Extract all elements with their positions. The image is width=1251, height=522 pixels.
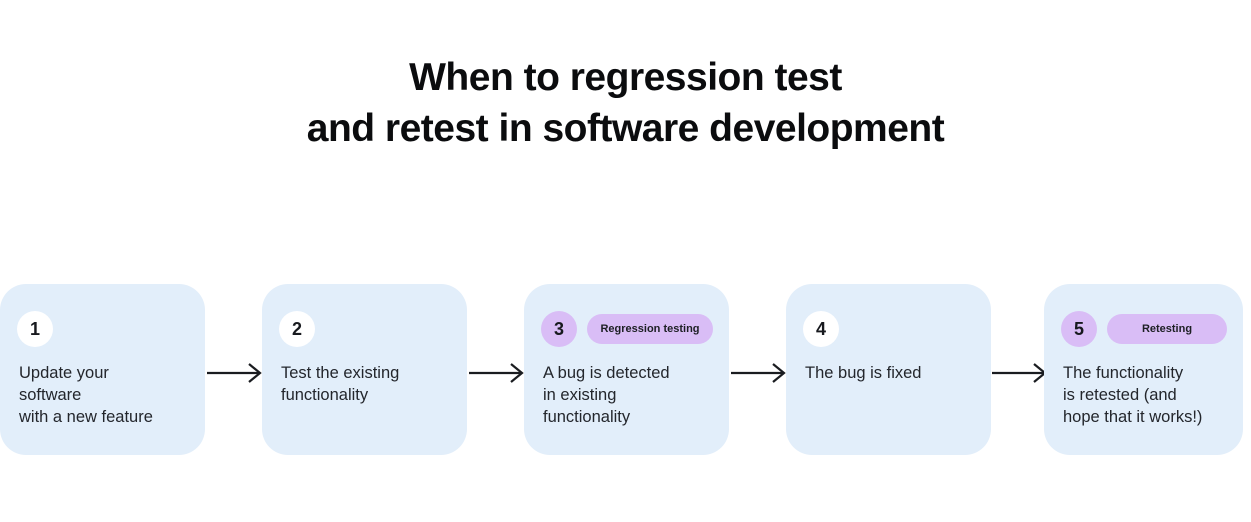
- step-number: 1: [29, 318, 40, 339]
- step-number-circle: 2: [279, 311, 315, 347]
- arrow-right-icon: [207, 363, 262, 383]
- step-card-1: 1 Update your software with a new featur…: [0, 284, 205, 455]
- step-card-1-header: 1: [17, 311, 189, 347]
- arrow-right-icon: [469, 363, 524, 383]
- retesting-badge: Retesting: [1107, 314, 1227, 344]
- step-number-circle: 4: [803, 311, 839, 347]
- step-text: Test the existing functionality: [281, 364, 400, 404]
- step-card-2-header: 2: [279, 311, 451, 347]
- page-title: When to regression test and retest in so…: [306, 56, 945, 150]
- step-text: A bug is detected in existing functional…: [543, 364, 670, 426]
- step-number-circle-highlighted: 3: [541, 311, 577, 347]
- arrow-right-icon: [731, 363, 786, 383]
- step-number: 4: [815, 318, 826, 339]
- step-number: 3: [553, 318, 564, 339]
- regression-testing-badge: Regression testing: [587, 314, 713, 344]
- step-text: Update your software with a new feature: [19, 364, 153, 426]
- step-card-4: 4 The bug is fixed: [786, 284, 991, 455]
- step-number: 5: [1073, 318, 1084, 339]
- step-card-3: 3 Regression testing A bug is detected i…: [524, 284, 729, 455]
- step-number-circle-highlighted: 5: [1061, 311, 1097, 347]
- step-card-5: 5 Retesting The functionality is reteste…: [1044, 284, 1243, 455]
- arrow-right-icon: [992, 363, 1047, 383]
- step-number-circle: 1: [17, 311, 53, 347]
- step-card-2: 2 Test the existing functionality: [262, 284, 467, 455]
- step-card-5-header: 5 Retesting: [1061, 311, 1227, 347]
- step-card-4-header: 4: [803, 311, 975, 347]
- step-text: The bug is fixed: [805, 364, 922, 382]
- step-card-3-header: 3 Regression testing: [541, 311, 713, 347]
- step-text: The functionality is retested (and hope …: [1063, 364, 1203, 426]
- step-number: 2: [291, 318, 302, 339]
